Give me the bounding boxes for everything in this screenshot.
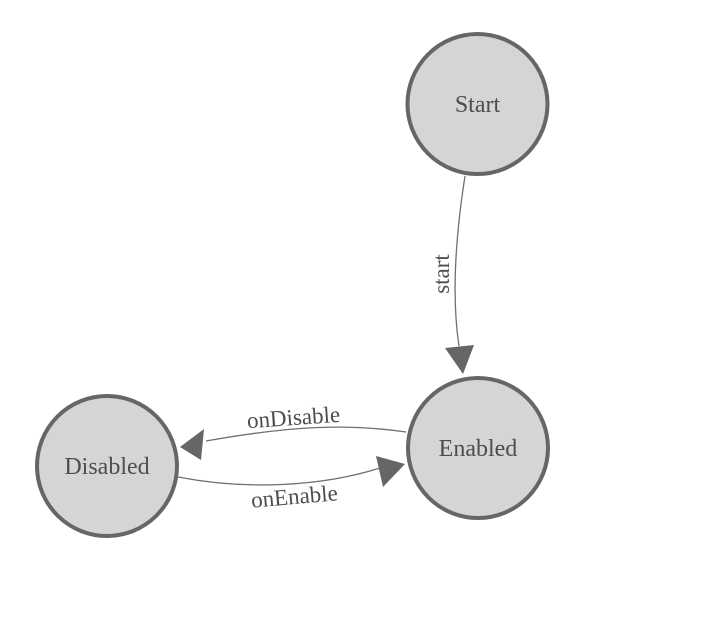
transition-start-to-enabled: start — [429, 175, 474, 374]
edge-line-start[interactable] — [454, 175, 466, 347]
state-node-start: Start — [405, 32, 550, 176]
transition-enabled-to-disabled: onDisable — [180, 402, 407, 460]
state-circle-enabled[interactable] — [406, 376, 550, 520]
state-circle-disabled[interactable] — [35, 394, 179, 538]
state-circle-start[interactable] — [405, 32, 550, 176]
state-node-disabled: Disabled — [35, 394, 179, 538]
arrowhead-icon — [445, 345, 474, 374]
state-node-enabled: Enabled — [406, 376, 550, 520]
arrowhead-icon — [180, 429, 204, 460]
state-label-start: Start — [455, 92, 501, 118]
transition-label-ondisable: onDisable — [246, 402, 341, 433]
edge-line-ondisable[interactable] — [205, 426, 407, 442]
transition-label-start: start — [429, 254, 454, 294]
edge-line-onenable[interactable] — [177, 467, 381, 486]
state-label-disabled: Disabled — [64, 454, 149, 480]
transition-disabled-to-enabled: onEnable — [177, 456, 405, 513]
arrowhead-icon — [376, 456, 405, 487]
state-label-enabled: Enabled — [439, 436, 518, 462]
